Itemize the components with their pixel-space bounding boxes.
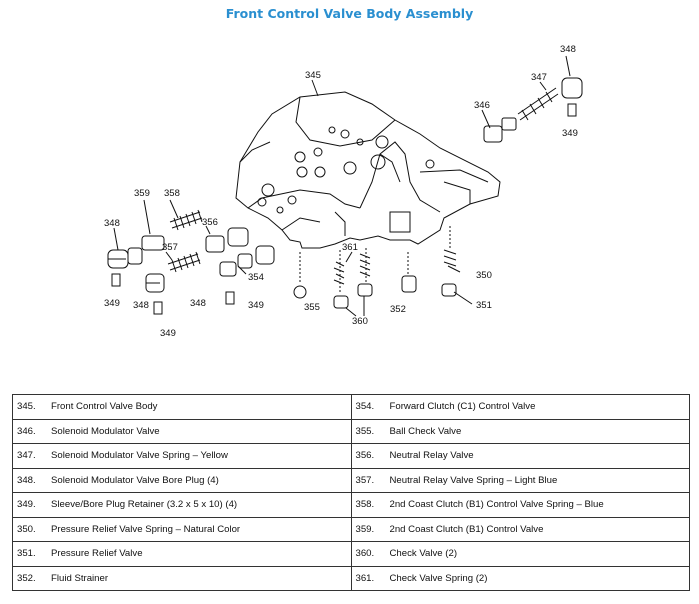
part-label: Solenoid Modulator Valve Spring – Yellow bbox=[51, 450, 228, 462]
legend-cell-right: 354. Forward Clutch (C1) Control Valve bbox=[350, 394, 690, 420]
callout-348: 348 bbox=[560, 44, 576, 55]
part-label: Sleeve/Bore Plug Retainer (3.2 x 5 x 10)… bbox=[51, 499, 238, 511]
legend-row: 348. Solenoid Modulator Valve Bore Plug (… bbox=[12, 467, 690, 493]
legend-cell-right: 359. 2nd Coast Clutch (B1) Control Valve bbox=[350, 516, 690, 542]
legend-row: 351. Pressure Relief Valve 360. Check Valve… bbox=[12, 541, 690, 567]
legend-cell-left: 347. Solenoid Modulator Valve Spring – Ye… bbox=[12, 443, 352, 469]
legend-cell-right: 358. 2nd Coast Clutch (B1) Control Valve … bbox=[350, 492, 690, 518]
legend-cell-left: 348. Solenoid Modulator Valve Bore Plug (… bbox=[12, 467, 352, 493]
part-label: Fluid Strainer bbox=[51, 572, 109, 584]
legend-cell-left: 346. Solenoid Modulator Valve bbox=[12, 418, 352, 444]
part-number: 358. bbox=[355, 499, 375, 511]
legend-cell-left: 350. Pressure Relief Valve Spring – Natur… bbox=[12, 516, 352, 542]
callout-349: 349 bbox=[562, 128, 578, 139]
part-number: 355. bbox=[355, 425, 375, 437]
right-top-parts bbox=[483, 77, 583, 143]
valve-body-holes bbox=[257, 126, 435, 214]
left-parts bbox=[107, 209, 275, 315]
part-number: 360. bbox=[355, 548, 375, 560]
part-label: Ball Check Valve bbox=[389, 425, 462, 437]
legend-cell-right: 357. Neutral Relay Valve Spring – Light B… bbox=[350, 467, 690, 493]
part-label: Front Control Valve Body bbox=[51, 401, 158, 413]
legend-row: 349. Sleeve/Bore Plug Retainer (3.2 x 5 x… bbox=[12, 492, 690, 518]
callout-349b: 349 bbox=[104, 298, 120, 309]
callout-349d: 349 bbox=[160, 328, 176, 339]
callout-356: 356 bbox=[202, 217, 218, 228]
legend-cell-right: 356. Neutral Relay Valve bbox=[350, 443, 690, 469]
part-label: Solenoid Modulator Valve Bore Plug (4) bbox=[51, 474, 219, 486]
legend-row: 346. Solenoid Modulator Valve 355. Ball Che… bbox=[12, 418, 690, 444]
callout-357: 357 bbox=[162, 242, 178, 253]
part-number: 361. bbox=[355, 572, 375, 584]
part-number: 354. bbox=[355, 401, 375, 413]
part-number: 346. bbox=[17, 425, 36, 437]
callout-355: 355 bbox=[304, 302, 320, 313]
callout-348b: 348 bbox=[104, 218, 120, 229]
part-number: 345. bbox=[17, 401, 36, 413]
valve-body-345 bbox=[235, 91, 501, 249]
part-number: 347. bbox=[17, 450, 36, 462]
part-label: Check Valve (2) bbox=[389, 548, 458, 560]
legend-cell-right: 355. Ball Check Valve bbox=[350, 418, 690, 444]
callout-352: 352 bbox=[390, 304, 406, 315]
part-number: 357. bbox=[355, 474, 375, 486]
leader-lines bbox=[113, 55, 571, 317]
callout-347: 347 bbox=[531, 72, 547, 83]
callout-349c: 349 bbox=[248, 300, 264, 311]
page-title: Front Control Valve Body Assembly bbox=[225, 6, 474, 21]
part-number: 351. bbox=[17, 548, 36, 560]
callout-361: 361 bbox=[342, 242, 358, 253]
legend-row: 347. Solenoid Modulator Valve Spring – Ye… bbox=[12, 443, 690, 469]
part-label: Solenoid Modulator Valve bbox=[51, 425, 160, 437]
callout-358: 358 bbox=[164, 188, 180, 199]
legend-row: 350. Pressure Relief Valve Spring – Natur… bbox=[12, 516, 690, 542]
part-label: 2nd Coast Clutch (B1) Control Valve Spri… bbox=[389, 499, 604, 511]
part-label: Neutral Relay Valve bbox=[389, 450, 474, 462]
callout-348c: 348 bbox=[133, 300, 149, 311]
callout-350b: 350 bbox=[476, 270, 492, 281]
callout-labels: 345 346 347 348 349 359 358 348 356 361 … bbox=[104, 44, 578, 339]
legend-cell-left: 351. Pressure Relief Valve bbox=[12, 541, 352, 567]
part-number: 352. bbox=[17, 572, 36, 584]
part-label: Check Valve Spring (2) bbox=[389, 572, 488, 584]
legend-cell-left: 349. Sleeve/Bore Plug Retainer (3.2 x 5 x… bbox=[12, 492, 352, 518]
legend-cell-right: 361. Check Valve Spring (2) bbox=[350, 565, 690, 591]
callout-351: 351 bbox=[476, 300, 492, 311]
part-number: 356. bbox=[355, 450, 375, 462]
part-label: Pressure Relief Valve Spring – Natural C… bbox=[51, 523, 241, 535]
legend-cell-left: 352. Fluid Strainer bbox=[12, 565, 352, 591]
bottom-parts bbox=[293, 226, 457, 309]
part-number: 359. bbox=[355, 523, 375, 535]
callout-350: 359 bbox=[134, 188, 150, 199]
legend-cell-right: 360. Check Valve (2) bbox=[350, 541, 690, 567]
callout-360: 360 bbox=[352, 316, 368, 327]
parts-legend-table: 345. Front Control Valve Body 354. Forward … bbox=[12, 394, 690, 591]
part-label: Forward Clutch (C1) Control Valve bbox=[389, 401, 536, 413]
exploded-diagram: 345 346 347 348 349 359 358 348 356 361 … bbox=[104, 44, 583, 339]
part-number: 349. bbox=[17, 499, 36, 511]
callout-346: 346 bbox=[474, 100, 490, 111]
legend-row: 352. Fluid Strainer 361. Check Valve Spring… bbox=[12, 565, 690, 591]
part-label: Neutral Relay Valve Spring – Light Blue bbox=[389, 474, 558, 486]
legend-cell-left: 345. Front Control Valve Body bbox=[12, 394, 352, 420]
callout-348d: 348 bbox=[190, 298, 206, 309]
part-number: 348. bbox=[17, 474, 36, 486]
callout-354: 354 bbox=[248, 272, 264, 283]
part-label: 2nd Coast Clutch (B1) Control Valve bbox=[389, 523, 544, 535]
part-label: Pressure Relief Valve bbox=[51, 548, 143, 560]
callout-345: 345 bbox=[305, 70, 321, 81]
legend-row: 345. Front Control Valve Body 354. Forward … bbox=[12, 394, 690, 420]
part-number: 350. bbox=[17, 523, 36, 535]
